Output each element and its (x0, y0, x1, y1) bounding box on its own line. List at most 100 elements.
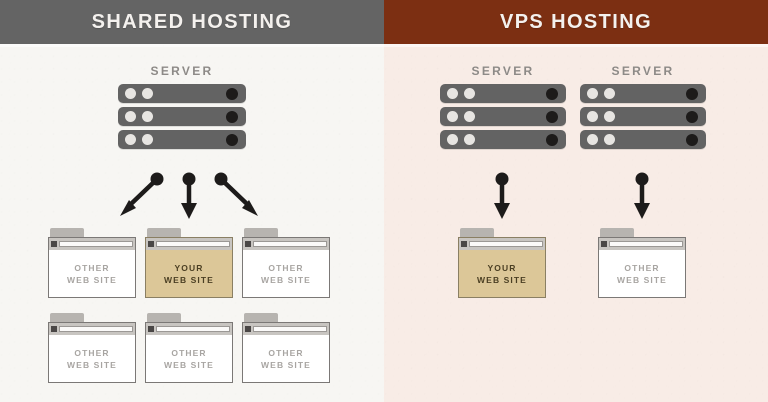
window-titlebar (49, 323, 135, 335)
website-window[interactable]: OTHER WEB SITE (145, 313, 233, 383)
window-label-line1: OTHER (268, 262, 304, 273)
server-led-icon (447, 134, 458, 145)
window-address-bar[interactable] (469, 241, 543, 247)
vps-server-stack-1 (440, 84, 566, 149)
window-label-line2: WEB SITE (617, 274, 667, 285)
server-port-icon (226, 133, 238, 146)
window-address-bar[interactable] (253, 326, 327, 332)
window-tab (147, 228, 181, 237)
server-port-icon (546, 110, 558, 123)
window-frame: OTHER WEB SITE (242, 322, 330, 383)
window-titlebar (146, 238, 232, 250)
shared-arrows-group (110, 172, 270, 222)
server-led-icon (604, 88, 615, 99)
window-app-icon (51, 241, 57, 247)
server-bar (580, 84, 706, 103)
server-led-icon (125, 88, 136, 99)
server-led-icon (125, 134, 136, 145)
window-app-icon (245, 241, 251, 247)
server-led-icon (587, 111, 598, 122)
window-label-line2: WEB SITE (164, 359, 214, 370)
website-window[interactable]: OTHER WEB SITE (242, 313, 330, 383)
window-app-icon (148, 241, 154, 247)
server-bar (580, 107, 706, 126)
window-tab (147, 313, 181, 322)
window-address-bar[interactable] (59, 241, 133, 247)
window-label-line1: YOUR (174, 262, 204, 273)
window-titlebar (243, 238, 329, 250)
arrow-down-icon (181, 172, 197, 219)
window-app-icon (51, 326, 57, 332)
website-window[interactable]: OTHER WEB SITE (242, 228, 330, 298)
server-port-icon (546, 87, 558, 100)
shared-hosting-header: SHARED HOSTING (0, 0, 384, 44)
window-body: OTHER WEB SITE (243, 335, 329, 382)
window-app-icon (245, 326, 251, 332)
window-address-bar[interactable] (59, 326, 133, 332)
server-led-icon (604, 111, 615, 122)
server-port-icon (686, 133, 698, 146)
vps-server-group-1: SERVER (440, 64, 566, 149)
server-led-icon (464, 111, 475, 122)
server-led-icon (142, 134, 153, 145)
window-app-icon (461, 241, 467, 247)
window-body: YOUR WEB SITE (146, 250, 232, 297)
website-window-your-site[interactable]: YOUR WEB SITE (458, 228, 546, 298)
window-titlebar (243, 323, 329, 335)
window-label-line1: OTHER (624, 262, 660, 273)
window-frame: OTHER WEB SITE (242, 237, 330, 298)
vps-hosting-header: VPS HOSTING (384, 0, 768, 44)
window-frame: YOUR WEB SITE (458, 237, 546, 298)
server-port-icon (686, 110, 698, 123)
server-port-icon (686, 87, 698, 100)
window-tab (50, 228, 84, 237)
window-tab (244, 313, 278, 322)
window-address-bar[interactable] (253, 241, 327, 247)
server-led-icon (604, 134, 615, 145)
server-led-icon (587, 88, 598, 99)
panel-shared-hosting: SHARED HOSTING SERVER (0, 0, 384, 402)
arrow-down-right-icon (214, 172, 258, 216)
website-window[interactable]: OTHER WEB SITE (48, 228, 136, 298)
window-address-bar[interactable] (609, 241, 683, 247)
window-label-line2: WEB SITE (164, 274, 214, 285)
window-tab (50, 313, 84, 322)
server-led-icon (142, 88, 153, 99)
server-led-icon (587, 134, 598, 145)
window-frame: OTHER WEB SITE (598, 237, 686, 298)
window-label-line1: OTHER (268, 347, 304, 358)
window-address-bar[interactable] (156, 241, 230, 247)
website-window[interactable]: OTHER WEB SITE (48, 313, 136, 383)
shared-server-group: SERVER (118, 64, 246, 149)
window-titlebar (146, 323, 232, 335)
server-port-icon (226, 87, 238, 100)
window-tab (244, 228, 278, 237)
server-bar (440, 84, 566, 103)
server-led-icon (464, 88, 475, 99)
window-body: YOUR WEB SITE (459, 250, 545, 297)
window-address-bar[interactable] (156, 326, 230, 332)
server-bar (118, 84, 246, 103)
website-window[interactable]: OTHER WEB SITE (598, 228, 686, 298)
shared-hosting-title: SHARED HOSTING (91, 11, 293, 33)
shared-server-label: SERVER (150, 64, 214, 78)
header-underline-right (384, 44, 768, 47)
window-frame: OTHER WEB SITE (48, 322, 136, 383)
server-led-icon (447, 88, 458, 99)
window-label-line1: YOUR (487, 262, 517, 273)
server-port-icon (226, 110, 238, 123)
window-label-line1: OTHER (74, 262, 110, 273)
vps-server-label-2: SERVER (611, 64, 675, 78)
window-label-line1: OTHER (74, 347, 110, 358)
window-app-icon (148, 326, 154, 332)
window-titlebar (459, 238, 545, 250)
window-titlebar (49, 238, 135, 250)
arrow-down-left-icon (120, 172, 164, 216)
website-window-your-site[interactable]: YOUR WEB SITE (145, 228, 233, 298)
server-led-icon (464, 134, 475, 145)
server-bar (118, 130, 246, 149)
window-label-line1: OTHER (171, 347, 207, 358)
arrow-down-icon (494, 172, 510, 219)
window-frame: YOUR WEB SITE (145, 237, 233, 298)
